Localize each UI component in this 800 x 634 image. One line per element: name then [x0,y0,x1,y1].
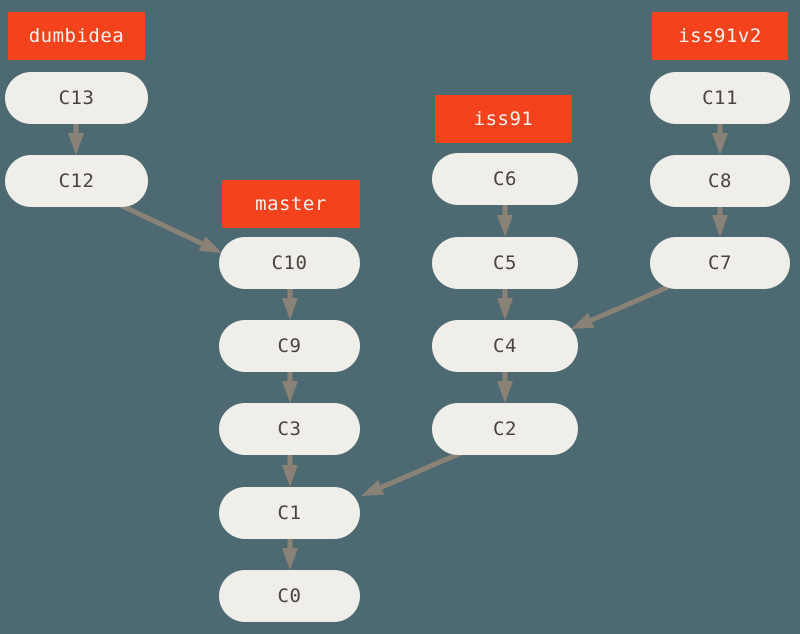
edge-c7-to-c4 [571,284,669,329]
edge-c1-to-c0 [282,539,298,570]
branch-label-dumbidea[interactable]: dumbidea [8,12,145,60]
branch-label-iss91v2[interactable]: iss91v2 [652,12,788,60]
edge-c5-to-c4 [497,289,513,320]
commit-node-c9[interactable]: C9 [219,320,360,372]
edge-arrowhead [497,215,513,237]
edge-shaft [380,450,462,490]
edge-arrowhead [497,381,513,403]
commit-node-c5[interactable]: C5 [432,237,578,289]
edge-c13-to-c12 [68,124,84,155]
commit-node-c7[interactable]: C7 [650,237,790,289]
commit-node-c8[interactable]: C8 [650,155,790,207]
edge-shaft [590,284,669,323]
commit-node-c3[interactable]: C3 [219,403,360,455]
branch-label-iss91[interactable]: iss91 [435,95,572,143]
edge-c6-to-c5 [497,205,513,237]
commit-node-c0[interactable]: C0 [219,570,360,622]
edge-c12-to-c10 [118,202,222,253]
edge-c11-to-c8 [712,124,728,155]
edge-arrowhead [497,298,513,320]
edge-arrowhead [361,479,385,496]
edge-arrowhead [282,298,298,320]
commit-node-c6[interactable]: C6 [432,153,578,205]
edge-arrowhead [282,381,298,403]
commit-node-c10[interactable]: C10 [219,237,360,289]
commit-node-c1[interactable]: C1 [219,487,360,539]
edge-arrowhead [282,548,298,570]
commit-node-c11[interactable]: C11 [650,72,790,124]
edge-c4-to-c2 [497,372,513,403]
edge-c3-to-c1 [282,455,298,487]
commit-node-c12[interactable]: C12 [5,155,148,207]
commit-node-c4[interactable]: C4 [432,320,578,372]
commit-node-c13[interactable]: C13 [5,72,148,124]
edge-arrowhead [712,133,728,155]
edge-arrowhead [282,465,298,487]
edge-arrowhead [712,215,728,237]
edge-c10-to-c9 [282,289,298,320]
edge-c9-to-c3 [282,372,298,403]
edge-c8-to-c7 [712,207,728,237]
edge-arrowhead [571,312,595,329]
commit-node-c2[interactable]: C2 [432,403,578,455]
edge-arrowhead [198,236,222,253]
edge-c2-to-c1 [361,450,462,496]
edge-arrowhead [68,133,84,155]
branch-label-master[interactable]: master [222,180,360,228]
edge-shaft [118,202,204,246]
